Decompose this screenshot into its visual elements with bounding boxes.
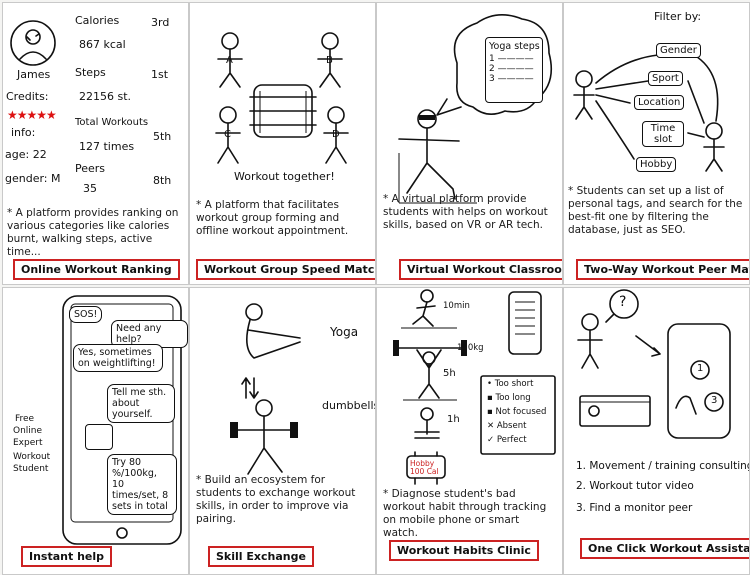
step-item: 1 ————	[489, 54, 534, 64]
chat-message: SOS!	[69, 306, 103, 323]
skill-exchange-figures	[230, 303, 301, 475]
tablet-option[interactable]: 3	[711, 395, 718, 406]
panel-skill-exchange: Yoga dumbbells * Build an ecosystem for …	[189, 287, 376, 575]
watch-screen-text: Hobby 100 Cal	[410, 459, 439, 476]
stat-value: 127 times	[79, 140, 135, 153]
stat-rank: 3rd	[151, 16, 170, 29]
panel-title: Virtual Workout Classroom	[399, 259, 562, 280]
panel-description: * A virtual platform provide students wi…	[383, 193, 548, 231]
avatar-icon	[10, 20, 56, 66]
assistant-list-item: 2. Workout tutor video	[576, 480, 694, 492]
filter-tag-hobby[interactable]: Hobby	[636, 157, 677, 172]
user-name: James	[17, 68, 51, 81]
panel-description: * A platform provides ranking on various…	[7, 207, 179, 258]
duration-label: 1h	[447, 414, 460, 425]
dumbbells-label: dumbbells	[322, 399, 376, 412]
filter-tag-sport[interactable]: Sport	[648, 71, 683, 86]
panel-instant-help: SOS! Need any help? Yes, sometimes on we…	[2, 287, 189, 575]
question-mark: ?	[619, 294, 627, 310]
yoga-steps-board: Yoga steps 1 ———— 2 ———— 3 ————	[485, 37, 543, 103]
panel-description: * A platform that facilitates workout gr…	[196, 199, 349, 237]
panel-title: Instant help	[21, 546, 113, 567]
checklist-item: • Too short	[487, 379, 534, 389]
yoga-label: Yoga	[330, 325, 359, 339]
weight-label: 150kg	[457, 343, 484, 353]
panel-title: Skill Exchange	[208, 546, 314, 567]
stat-value: 35	[83, 182, 97, 195]
panel-title: Workout Habits Clinic	[389, 540, 539, 561]
panel-virtual-classroom: Yoga steps 1 ———— 2 ———— 3 ———— * A virt…	[376, 2, 563, 285]
assistant-list-item: 1. Movement / training consulting	[576, 460, 750, 472]
age-text: age: 22	[5, 148, 47, 161]
panel-peer-matching: Filter by: Gender Sport Location Time sl…	[563, 2, 750, 285]
assistant-figures	[577, 289, 731, 439]
stat-label: Calories	[75, 14, 120, 27]
panel-description: * Students can set up a list of personal…	[568, 185, 743, 236]
board-title: Yoga steps	[489, 41, 540, 52]
chat-message: Try 80 %/100kg, 10 times/set, 8 sets in …	[107, 454, 177, 515]
figure-label: D	[332, 129, 340, 140]
filter-tag-time-slot[interactable]: Time slot	[642, 121, 684, 147]
checklist-item: ▪ Not focused	[487, 407, 547, 417]
filter-tag-gender[interactable]: Gender	[656, 43, 701, 58]
info-label: info:	[11, 126, 36, 139]
panel-title: Workout Group Speed Matching	[196, 259, 375, 280]
checklist-item: ✕ Absent	[487, 421, 527, 431]
stat-label: Total Workouts	[75, 117, 149, 128]
checklist-item: ▪ Too long	[487, 393, 531, 403]
chat-message: Tell me sth. about yourself.	[107, 384, 175, 423]
stat-rank: 1st	[151, 68, 169, 81]
filter-tag-location[interactable]: Location	[634, 95, 685, 110]
side-label: Expert	[13, 438, 43, 448]
panel-title: Online Workout Ranking	[13, 259, 180, 280]
assistant-list-item: 3. Find a monitor peer	[576, 502, 693, 514]
panel-workout-group-matching: A B C D Workout together! * A platform t…	[189, 2, 376, 285]
stat-label: Peers	[75, 162, 106, 175]
stat-value: 867 kcal	[79, 38, 126, 51]
credit-stars: ★★★★★	[7, 108, 57, 122]
credits-label: Credits:	[6, 90, 49, 103]
side-label: Free	[15, 414, 35, 424]
panel-online-workout-ranking: James Credits: ★★★★★ info: age: 22 gende…	[2, 2, 189, 285]
stat-rank: 5th	[153, 130, 172, 143]
gender-text: gender: M	[5, 172, 61, 185]
side-label: Online	[13, 426, 43, 436]
tablet-option[interactable]: 1	[697, 363, 704, 374]
stat-rank: 8th	[153, 174, 172, 187]
filter-label: Filter by:	[654, 10, 702, 23]
stat-value: 22156 st.	[79, 90, 132, 103]
figure-label: A	[226, 55, 233, 66]
habits-clinic-figures	[393, 289, 556, 485]
peer-matching-diagram	[573, 54, 725, 172]
panel-habits-clinic: 10min 150kg 5h 1h Hobby 100 Cal • Too sh…	[376, 287, 563, 575]
stat-label: Steps	[75, 66, 106, 79]
chat-message: Need any help?	[111, 320, 188, 348]
chat-message: Yes, sometimes on weightlifting!	[73, 344, 163, 372]
group-caption: Workout together!	[234, 170, 335, 183]
duration-label: 10min	[443, 301, 470, 311]
step-item: 2 ————	[489, 64, 534, 74]
step-item: 3 ————	[489, 74, 534, 84]
panel-workout-assistant: ? 1 3 1. Movement / training consulting …	[563, 287, 750, 575]
figure-label: B	[326, 55, 333, 66]
document-icon	[85, 424, 113, 450]
panel-title: Two-Way Workout Peer Matching	[576, 259, 749, 280]
side-label: Student	[13, 464, 49, 474]
checklist-item: ✓ Perfect	[487, 435, 527, 445]
panel-description: * Diagnose student's bad workout habit t…	[383, 488, 547, 539]
group-figures-icon	[215, 32, 349, 164]
duration-label: 5h	[443, 368, 456, 379]
side-label: Workout	[13, 452, 51, 462]
panel-description: * Build an ecosystem for students to exc…	[196, 474, 356, 525]
panel-title: One Click Workout Assistant	[580, 538, 749, 559]
figure-label: C	[224, 129, 231, 140]
vr-figure-icon	[398, 14, 553, 204]
